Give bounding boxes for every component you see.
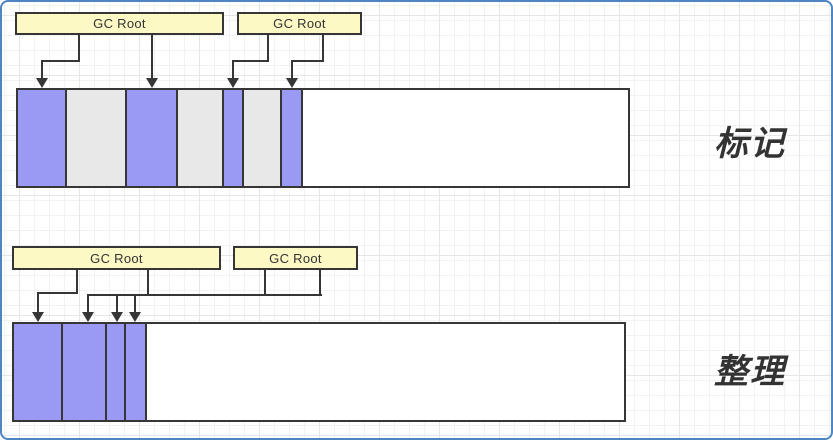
live-object-segment: [16, 88, 67, 188]
live-object-segment: [12, 322, 63, 422]
connector-line: [147, 270, 149, 296]
connector-line: [291, 60, 293, 79]
gc-root-box: GC Root: [15, 12, 224, 35]
connector-line: [291, 60, 324, 62]
section-label-mark: 标记: [714, 125, 786, 163]
dead-object-segment: [242, 88, 282, 188]
connector-line: [87, 294, 322, 296]
arrowhead-icon: [129, 312, 141, 322]
gc-root-box: GC Root: [237, 12, 362, 35]
live-object-segment: [124, 322, 147, 422]
connector-line: [37, 292, 78, 294]
connector-line: [76, 270, 78, 294]
arrowhead-icon: [227, 78, 239, 88]
live-object-segment: [280, 88, 303, 188]
gc-root-box: GC Root: [12, 246, 221, 270]
live-object-segment: [105, 322, 126, 422]
live-object-segment: [125, 88, 178, 188]
connector-line: [267, 34, 269, 62]
arrowhead-icon: [111, 312, 123, 322]
connector-line: [322, 34, 324, 62]
connector-line: [264, 270, 266, 296]
connector-line: [37, 292, 39, 312]
connector-line: [87, 294, 89, 312]
live-object-segment: [222, 88, 244, 188]
connector-line: [78, 34, 80, 62]
arrowhead-icon: [146, 78, 158, 88]
connector-line: [41, 60, 43, 79]
connector-line: [232, 60, 269, 62]
connector-line: [319, 270, 321, 296]
live-object-segment: [61, 322, 107, 422]
connector-line: [232, 60, 234, 79]
connector-line: [134, 294, 136, 312]
arrowhead-icon: [82, 312, 94, 322]
arrowhead-icon: [286, 78, 298, 88]
connector-line: [151, 34, 153, 79]
section-label-compact: 整理: [714, 353, 786, 391]
arrowhead-icon: [36, 78, 48, 88]
dead-object-segment: [65, 88, 127, 188]
connector-line: [116, 294, 118, 312]
gc-root-box: GC Root: [233, 246, 358, 270]
connector-line: [41, 60, 80, 62]
arrowhead-icon: [32, 312, 44, 322]
dead-object-segment: [176, 88, 224, 188]
